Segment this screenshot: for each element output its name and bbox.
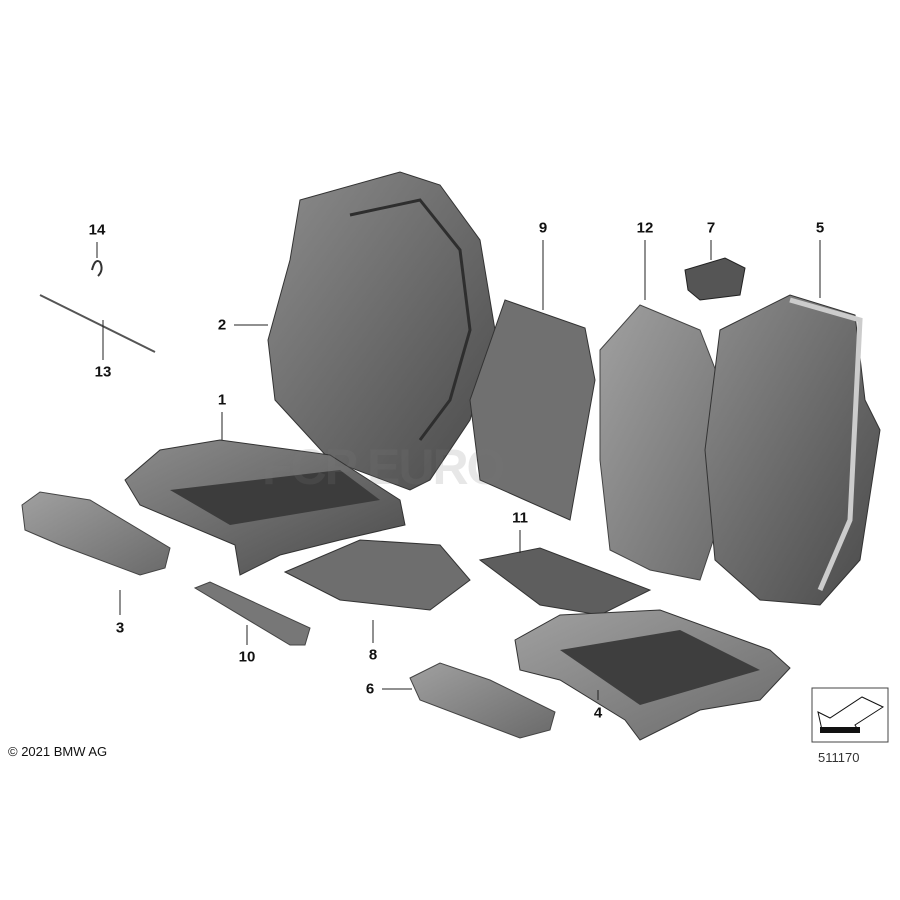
callout-1: 1 (217, 391, 227, 409)
callout-4: 4 (593, 704, 603, 722)
part-14-clip (91, 260, 103, 277)
copyright: © 2021 BMW AG (8, 744, 108, 759)
part-12-backrest-foam (599, 304, 736, 581)
callout-12: 12 (636, 219, 654, 237)
part-5-backrest-frame (704, 294, 881, 606)
callout-5: 5 (815, 219, 825, 237)
callout-11: 11 (512, 509, 528, 527)
callout-6: 6 (365, 680, 375, 698)
watermark: FCP EURO (262, 439, 505, 495)
part-11-pad (478, 547, 652, 616)
callout-3: 3 (115, 619, 125, 637)
part-13-cable (39, 294, 156, 353)
leader-lines (96, 240, 821, 700)
part-7-actuator (684, 257, 746, 301)
reference-number: 511170 (818, 750, 860, 765)
part-10-strip (193, 581, 311, 646)
part-6-side-bolster (409, 662, 556, 739)
callout-9: 9 (538, 219, 548, 237)
callout-8: 8 (368, 646, 378, 664)
part-9-heating-mat (469, 299, 596, 521)
callout-2: 2 (217, 316, 227, 334)
callout-13: 13 (94, 363, 112, 381)
callout-14: 14 (88, 221, 106, 239)
callout-10: 10 (238, 648, 256, 666)
part-3-side-bolster (21, 491, 171, 576)
part-8-seat-heating-mat (283, 539, 471, 611)
callout-7: 7 (706, 219, 716, 237)
part-2-backrest-cover (267, 171, 496, 491)
orientation-symbol (811, 687, 889, 743)
